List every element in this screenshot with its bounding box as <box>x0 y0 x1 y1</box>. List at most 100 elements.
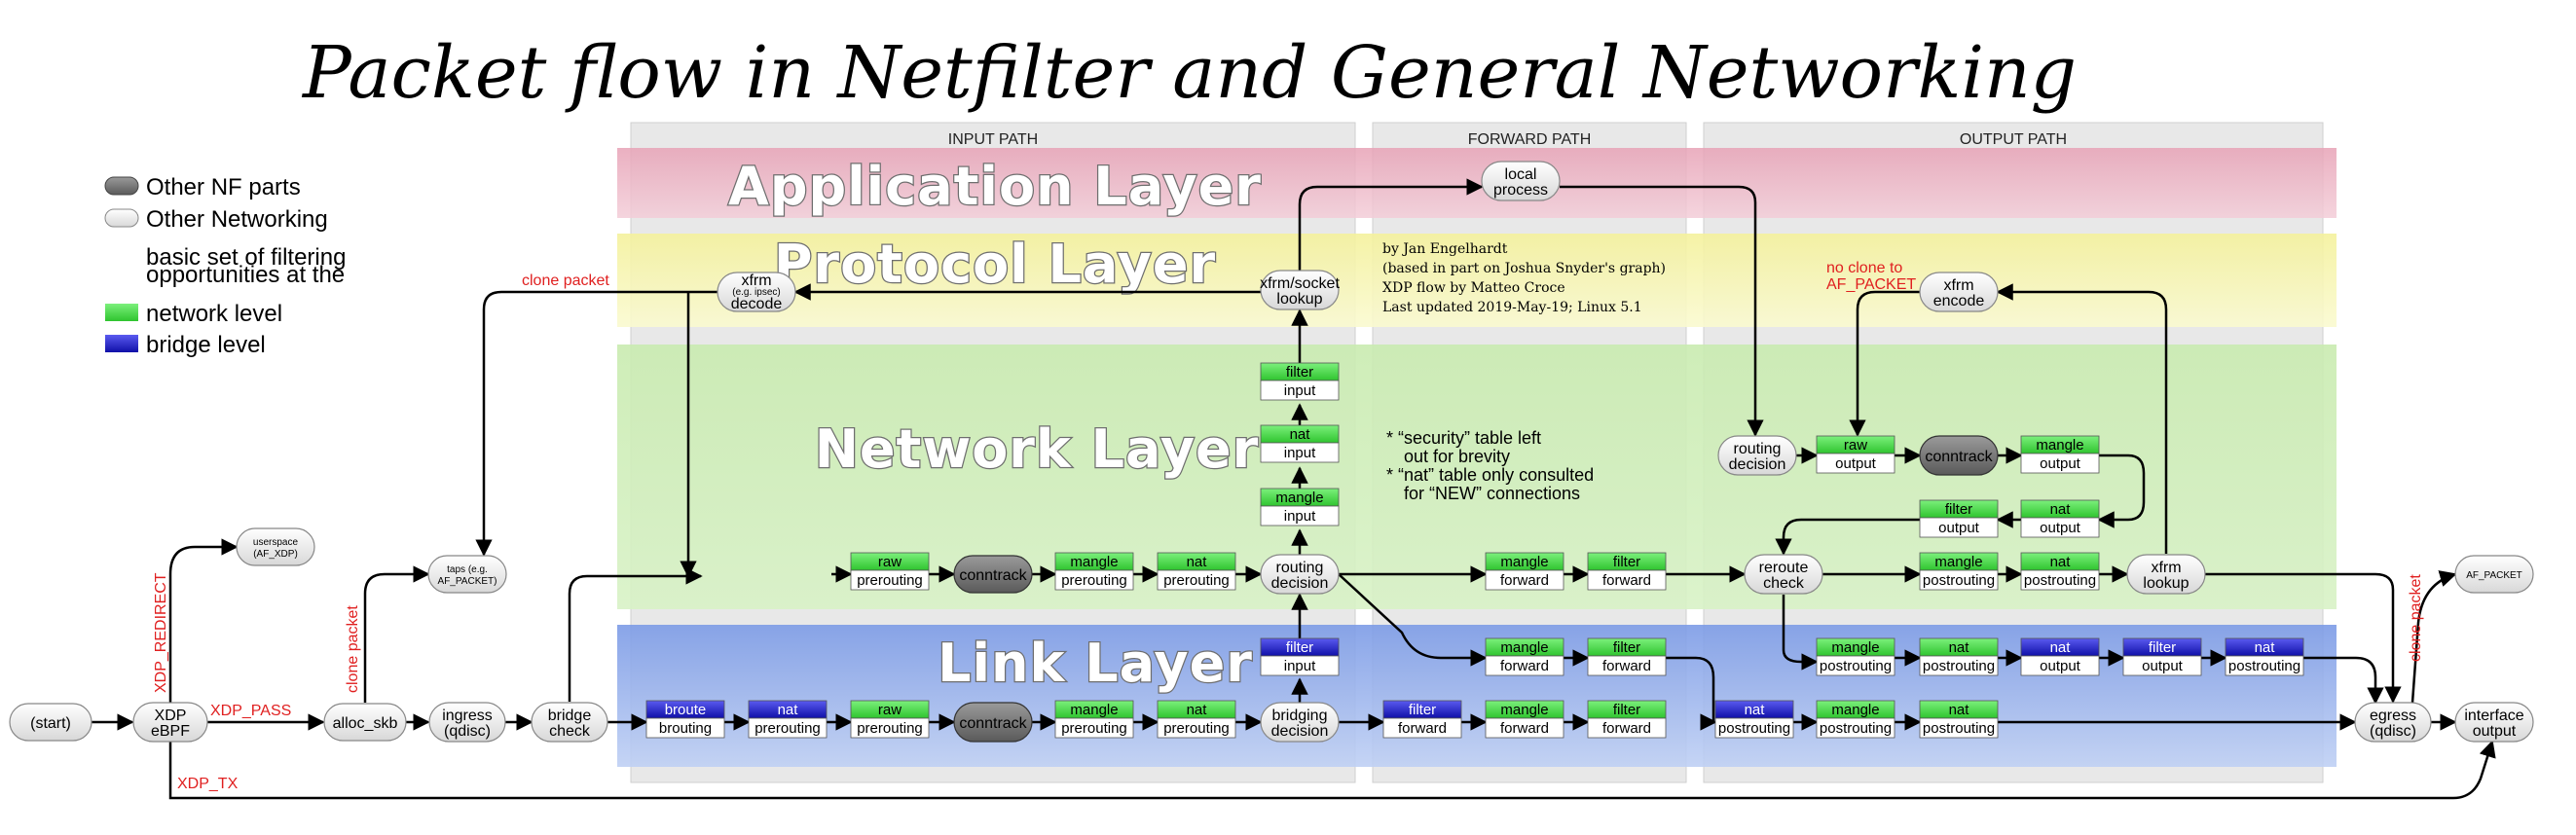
node-shape <box>2454 555 2534 594</box>
node-label: process <box>1493 182 1548 199</box>
clone-packet-left-label: clone packet <box>345 605 361 693</box>
hook-chain-label: output <box>2040 658 2081 674</box>
node-label: egress <box>2370 708 2416 724</box>
hook-chain-label: forward <box>1500 572 1549 589</box>
hook-chain-label: forward <box>1398 720 1447 737</box>
hook-chain-box <box>1919 517 1999 538</box>
hook-table-label: nat <box>1187 554 1208 570</box>
node-shape <box>9 703 92 742</box>
legend-label-filter-line2: opportunities at the <box>146 262 345 288</box>
node-label: userspace <box>253 537 299 548</box>
node-label: decode <box>731 296 783 312</box>
hook-chain-label: forward <box>1500 658 1549 674</box>
hook-table-label: raw <box>1844 437 1867 454</box>
hook-table-label: nat <box>1745 702 1766 718</box>
hook-chain-label: forward <box>1500 720 1549 737</box>
hook-chain-label: postrouting <box>1923 658 1995 674</box>
node-shape <box>2354 702 2432 743</box>
hook-mangle-forward: mangle forward <box>1485 552 1564 591</box>
hook-chain-label: prerouting <box>1061 720 1127 737</box>
node-label: (e.g. ipsec) <box>732 287 780 298</box>
hook-chain-box <box>1054 569 1134 591</box>
output-path-label: OUTPUT PATH <box>1960 131 2067 148</box>
forward-path-label: FORWARD PATH <box>1468 131 1592 148</box>
hook-table-label: mangle <box>1070 702 1118 718</box>
node-label: xfrm <box>2151 560 2181 576</box>
hook-table-label: filter <box>1409 702 1436 718</box>
hook-chain-label: input <box>1284 382 1316 399</box>
hook-chain-box <box>1587 717 1667 739</box>
flow-arrow <box>2097 454 2146 528</box>
hook-table-label: filter <box>1613 702 1640 718</box>
no-clone-label: AF_PACKET <box>1826 276 1916 293</box>
hook-chain-label: postrouting <box>2024 572 2096 589</box>
node-label: xfrm <box>1943 277 1973 294</box>
hook-chain-box <box>1054 717 1134 739</box>
hook-table-label: mangle <box>1500 554 1548 570</box>
hook-chain-label: input <box>1284 658 1316 674</box>
hook-table-label: filter <box>1945 501 1972 518</box>
node-label: conntrack <box>959 715 1027 732</box>
node-shape <box>531 702 608 743</box>
network-layer-label: Network Layer <box>815 418 1260 480</box>
hook-chain-label: output <box>1938 520 1980 536</box>
hook-chain-label: output <box>2142 658 2184 674</box>
hook-chain-label: input <box>1284 508 1316 525</box>
hook-chain-box <box>1919 569 1999 591</box>
node-shape <box>1260 554 1340 595</box>
application-layer-label: Application Layer <box>728 156 1262 217</box>
flow-arrow <box>2205 572 2402 704</box>
hook-chain-label: output <box>2040 455 2081 472</box>
node-label: conntrack <box>959 567 1027 584</box>
node-shape <box>428 702 506 743</box>
hook-chain-label: forward <box>1602 572 1651 589</box>
hook-chain-label: prerouting <box>754 720 821 737</box>
hook-chain-box <box>1919 717 1999 739</box>
flow-arrow <box>1996 283 2168 554</box>
link-layer-label: Link Layer <box>938 633 1253 694</box>
hook-table-label: nat <box>1949 702 1970 718</box>
node-shape <box>236 527 315 566</box>
node-label: (AF_XDP) <box>253 549 298 560</box>
credits: by Jan Engelhardt (based in part on Josh… <box>1382 241 1666 315</box>
node-conntrack-out: conntrack <box>1919 435 1999 476</box>
flow-arrow <box>1298 178 1484 271</box>
node-shape <box>1717 435 1797 476</box>
node-af-packet-r: AF_PACKET <box>2454 555 2534 594</box>
node-shape <box>1919 272 1999 312</box>
legend-label-bridge-level: bridge level <box>146 332 266 358</box>
hook-chain-box <box>2225 655 2304 676</box>
legend-label-filter-line1: basic set of filtering <box>146 244 346 271</box>
hook-chain-label: brouting <box>659 720 712 737</box>
hook-chain-box <box>1382 717 1462 739</box>
node-shape <box>1744 554 1823 595</box>
hook-chain-box <box>1816 453 1895 474</box>
node-label: check <box>1763 575 1805 592</box>
hook-chain-box <box>1260 655 1340 676</box>
node-shape <box>132 702 208 743</box>
hook-table-label: filter <box>1613 554 1640 570</box>
flow-arrow <box>568 567 703 702</box>
hook-table-label: broute <box>665 702 707 718</box>
hook-table-label: nat <box>1949 639 1970 656</box>
note-line: * “security” table left <box>1386 428 1541 448</box>
node-label: output <box>2473 723 2517 740</box>
node-label: encode <box>1933 293 1985 309</box>
hook-chain-box <box>2020 453 2100 474</box>
flow-arrow <box>1849 290 1920 437</box>
note-line: * “nat” table only consulted <box>1386 465 1594 485</box>
node-egress: egress(qdisc) <box>2354 702 2432 743</box>
